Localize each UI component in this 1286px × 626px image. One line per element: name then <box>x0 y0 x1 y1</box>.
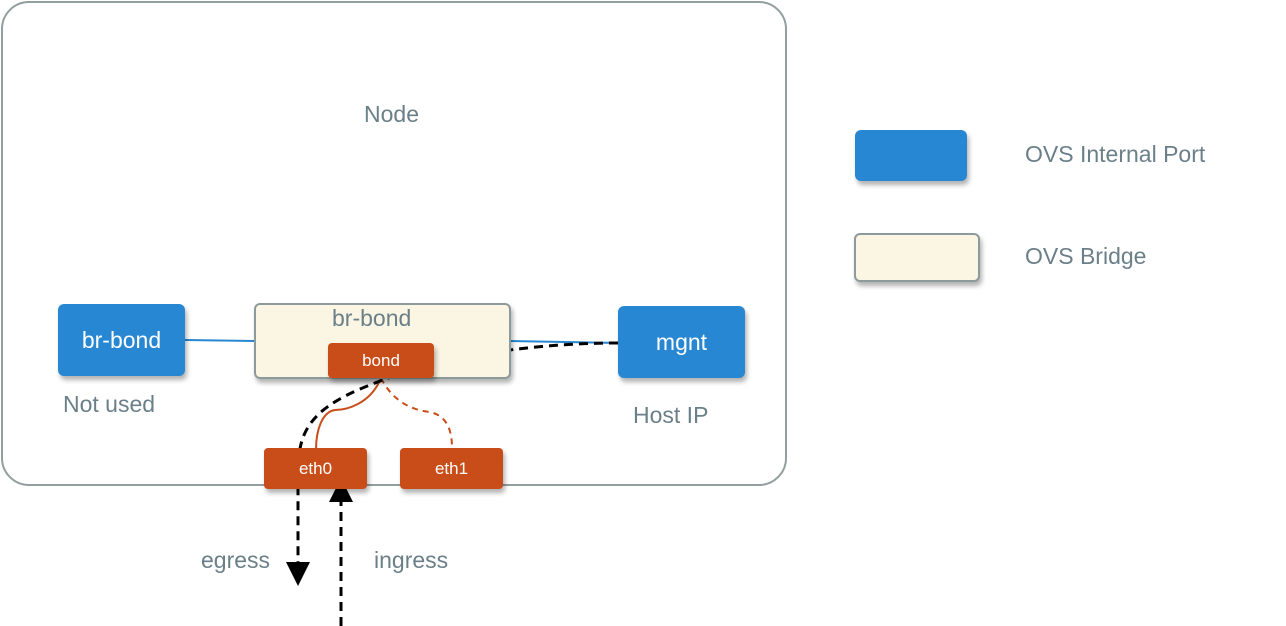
egress-label: egress <box>201 547 271 573</box>
internal-port-mgnt-caption: Host IP <box>633 402 709 428</box>
node-title: Node <box>364 101 419 127</box>
legend-bridge-label: OVS Bridge <box>1025 243 1147 269</box>
legend-internal-port-swatch <box>855 130 967 181</box>
internal-port-br-bond-label: br-bond <box>81 326 162 353</box>
interface-eth0[interactable]: eth0 <box>264 448 367 489</box>
bond-interface[interactable]: bond <box>328 343 434 378</box>
interface-eth0-label: eth0 <box>298 458 333 478</box>
internal-port-br-bond[interactable]: br-bond <box>58 304 185 376</box>
bond-interface-label: bond <box>362 350 400 370</box>
interface-eth1-label: eth1 <box>434 458 469 478</box>
legend-internal-port-label: OVS Internal Port <box>1025 141 1206 167</box>
legend-bridge-swatch <box>854 233 980 282</box>
interface-eth1[interactable]: eth1 <box>400 448 503 489</box>
internal-port-mgnt-label: mgnt <box>655 328 708 355</box>
internal-port-mgnt[interactable]: mgnt <box>618 306 745 378</box>
ovs-bridge-label: br-bond <box>332 305 412 331</box>
ingress-label: ingress <box>374 547 449 573</box>
internal-port-br-bond-caption: Not used <box>63 391 156 417</box>
